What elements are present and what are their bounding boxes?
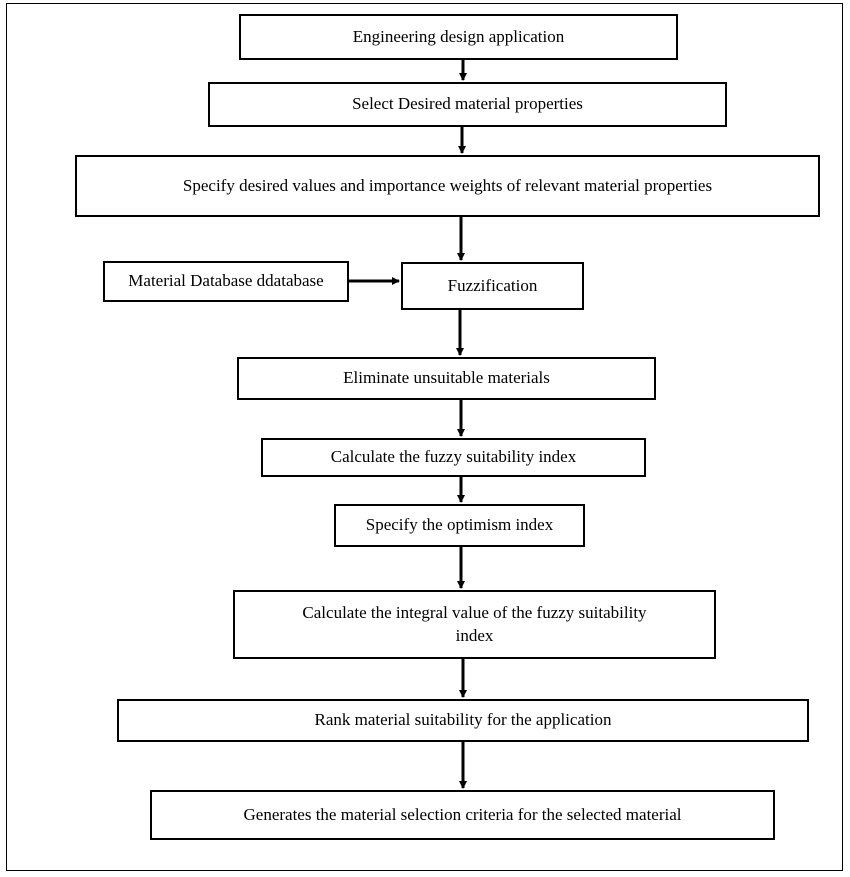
- step-label: Eliminate unsuitable materials: [343, 368, 550, 388]
- step-label: Specify desired values and importance we…: [182, 175, 713, 195]
- step-generate-selection-criteria: Generates the material selection criteri…: [150, 790, 775, 840]
- step-label-line2: index: [455, 625, 494, 645]
- step-label: Generates the material selection criteri…: [243, 804, 682, 824]
- material-database: Material Database ddatabase: [103, 261, 349, 302]
- step-label: Rank material suitability for the applic…: [314, 710, 612, 730]
- step-fuzzification: Fuzzification: [401, 262, 584, 310]
- step-label: Select Desired material properties: [352, 94, 583, 114]
- step-label: Calculate the fuzzy suitability index: [330, 447, 577, 467]
- step-label: Fuzzification: [447, 275, 538, 295]
- step-select-desired-material-properties: Select Desired material properties: [208, 82, 727, 127]
- step-label: Material Database ddatabase: [128, 271, 324, 291]
- step-rank-material-suitability: Rank material suitability for the applic…: [117, 699, 809, 742]
- step-specify-desired-values: Specify desired values and importance we…: [75, 155, 820, 217]
- step-calculate-fuzzy-suitability-index: Calculate the fuzzy suitability index: [261, 438, 646, 477]
- step-label-line1: Calculate the integral value of the fuzz…: [302, 602, 647, 622]
- step-label: Engineering design application: [352, 26, 565, 46]
- step-eliminate-unsuitable-materials: Eliminate unsuitable materials: [237, 357, 656, 400]
- step-engineering-design-application: Engineering design application: [239, 14, 678, 60]
- step-label: Specify the optimism index: [365, 515, 554, 535]
- step-calculate-integral-value: Calculate the integral value of the fuzz…: [233, 590, 716, 659]
- diagram-frame: [6, 3, 843, 871]
- step-specify-optimism-index: Specify the optimism index: [334, 504, 585, 547]
